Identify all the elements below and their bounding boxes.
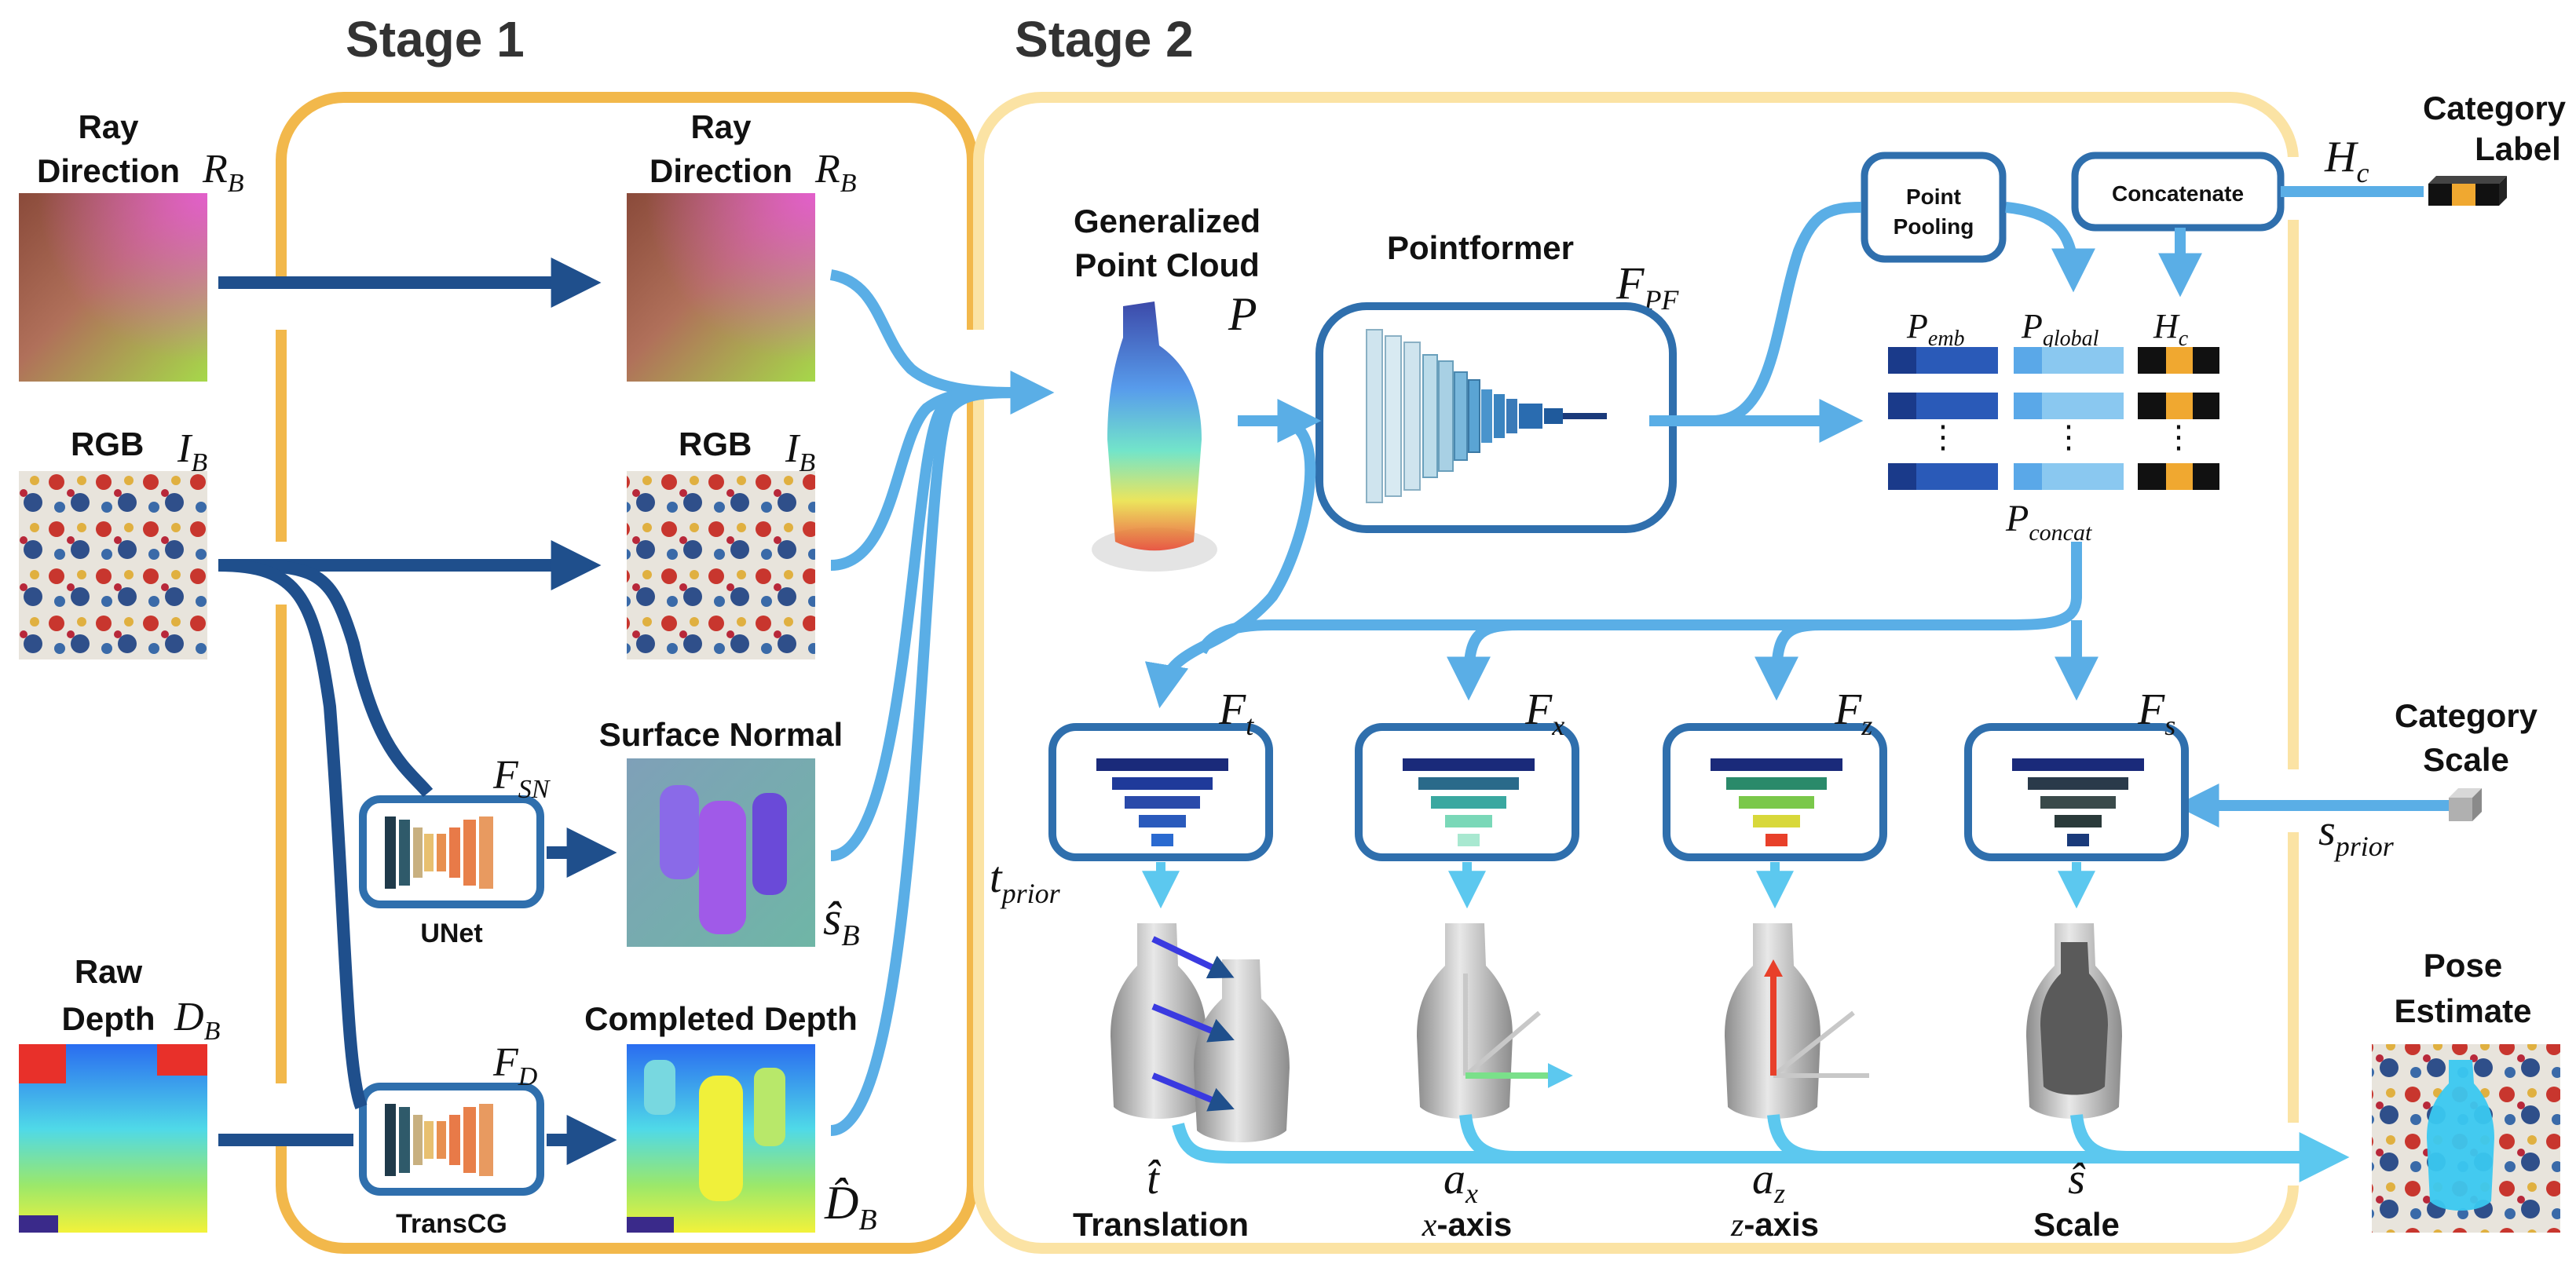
head-t-box (1048, 723, 1273, 861)
bottle-x-axis (1417, 923, 1573, 1119)
input-ray-label-1: Ray (78, 108, 139, 145)
input-ray-symbol: RB (202, 147, 244, 198)
category-scale-label-2: Scale (2423, 741, 2509, 778)
bottle-scale (2026, 923, 2122, 1119)
category-scale-label-1: Category (2395, 697, 2538, 734)
bottle-z-axis (1725, 923, 1869, 1119)
s1-ray-label-1: Ray (690, 108, 752, 145)
pose-label-2: Estimate (2394, 992, 2531, 1029)
svg-text:⋮: ⋮ (1927, 420, 1959, 455)
pc-label-1: Generalized (1074, 203, 1261, 239)
bottom-output-arrow (1172, 1113, 2350, 1182)
s1-normal-label: Surface Normal (599, 716, 843, 753)
unet-box (359, 795, 544, 908)
svg-text:⋮: ⋮ (2053, 420, 2084, 455)
concatenate-box: Concatenate (2071, 152, 2285, 232)
pointformer-box (1315, 302, 1677, 533)
feat-hc-symbol: Hc (2153, 307, 2189, 351)
pointformer-symbol: FPF (1615, 258, 1679, 316)
feat-global-symbol: Pglobal (2021, 307, 2099, 351)
s1-ray-image (627, 193, 815, 382)
head-z-symbol: Fz (1834, 685, 1872, 741)
input-rgb-label: RGB (71, 426, 144, 462)
bottle-translation (1111, 923, 1290, 1142)
stage2-title: Stage 2 (1015, 11, 1194, 68)
s1-ray-symbol: RB (814, 147, 857, 198)
out-s-label: Scale (2033, 1206, 2120, 1243)
feature-rows: ⋮ ⋮ ⋮ (1888, 347, 2219, 490)
input-ray-image (19, 193, 207, 382)
category-label-1: Category (2423, 90, 2567, 126)
s1-depth-image (627, 1044, 815, 1233)
svg-text:Concatenate: Concatenate (2112, 181, 2244, 206)
stage1-arrows (218, 258, 617, 1165)
input-depth-label-2: Depth (62, 1000, 156, 1037)
out-x-symbol: ax (1444, 1155, 1478, 1209)
t-prior-symbol: tprior (990, 853, 1061, 909)
pose-label-1: Pose (2424, 947, 2502, 984)
feat-concat-symbol: Pconcat (2005, 498, 2092, 546)
stage2-frame (973, 92, 2299, 1254)
s1-rgb-image (627, 471, 815, 659)
head-s-symbol: Fs (2137, 685, 2175, 741)
out-t-label: Translation (1073, 1206, 1249, 1243)
category-scale-symbol: sprior (2318, 806, 2395, 862)
point-cloud-image (1092, 301, 1217, 572)
transcg-box (359, 1083, 544, 1196)
category-label-2: Label (2475, 130, 2561, 167)
pc-label-2: Point Cloud (1074, 247, 1260, 283)
s1-normal-image (627, 758, 815, 947)
head-s-box (1964, 723, 2189, 861)
stage1-frame (276, 92, 978, 1254)
input-rgb-symbol: IB (177, 426, 207, 477)
out-x-label: x-axis (1422, 1206, 1512, 1244)
s1-rgb-label: RGB (679, 426, 752, 462)
input-depth-symbol: DB (174, 995, 221, 1046)
svg-text:⋮: ⋮ (2163, 420, 2194, 455)
head-output-arrows (1142, 862, 2095, 909)
pc-symbol: P (1228, 288, 1257, 340)
point-pooling-box: Point Pooling (1861, 152, 2007, 263)
svg-text:Pooling: Pooling (1894, 214, 1974, 239)
out-s-symbol: ŝ (2068, 1155, 2086, 1204)
unet-symbol: FSN (492, 753, 551, 804)
pointformer-label: Pointformer (1387, 229, 1574, 266)
input-rgb-image (19, 471, 207, 659)
category-label-icon (2428, 176, 2507, 206)
s1-depth-symbol: D̂B (824, 1177, 877, 1237)
out-t-symbol: t̂ (1147, 1155, 1161, 1204)
category-scale-icon (2449, 788, 2482, 821)
stage2-upper-arrows (1144, 186, 2449, 827)
s1-ray-label-2: Direction (649, 152, 792, 189)
s1-depth-label: Completed Depth (584, 1000, 858, 1037)
transcg-label: TransCG (396, 1209, 507, 1239)
svg-text:Point: Point (1906, 184, 1961, 209)
out-z-symbol: az (1752, 1155, 1785, 1209)
unet-label: UNet (420, 919, 482, 948)
head-z-box (1663, 723, 1887, 861)
head-x-symbol: Fx (1524, 685, 1564, 741)
input-depth-label-1: Raw (75, 953, 143, 990)
input-ray-label-2: Direction (37, 152, 180, 189)
head-x-box (1355, 723, 1579, 861)
convergence-arrows (829, 269, 1055, 1136)
s1-normal-symbol: ŝB (823, 893, 860, 952)
transcg-symbol: FD (492, 1040, 538, 1091)
out-z-label: z-axis (1730, 1206, 1819, 1244)
input-depth-image (19, 1044, 207, 1233)
pose-estimate-image (2372, 1044, 2560, 1233)
s1-rgb-symbol: IB (785, 426, 815, 477)
head-t-symbol: Ft (1218, 685, 1254, 741)
feat-emb-symbol: Pemb (1906, 307, 1965, 351)
category-label-symbol: Hc (2324, 133, 2369, 188)
stage1-title: Stage 1 (346, 11, 525, 68)
